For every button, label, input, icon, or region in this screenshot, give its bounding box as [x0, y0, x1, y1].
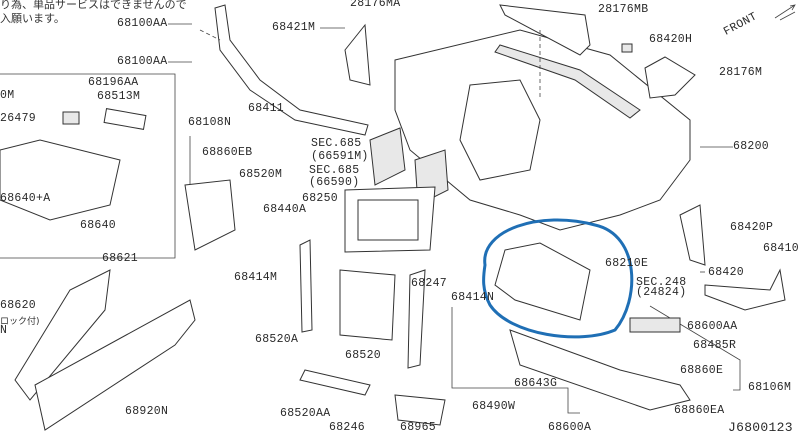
- trim-68414M: [299, 239, 313, 333]
- part-label: 68106M: [748, 381, 792, 394]
- glovebox-68640: [0, 139, 121, 221]
- trim-68421M: [344, 23, 371, 86]
- part-label: 68640+A: [0, 192, 51, 205]
- part-label: SEC.685: [311, 137, 362, 150]
- box-68965: [394, 394, 446, 426]
- part-label: 68860E: [680, 364, 724, 377]
- part-label: 68965: [400, 421, 437, 434]
- part-label: (66591M): [311, 150, 369, 163]
- part-label: 68440A: [263, 203, 307, 216]
- audio-unit-68520: [339, 269, 396, 341]
- cover-28176MB: [499, 4, 591, 56]
- part-label: SEC.248: [636, 276, 687, 289]
- part-label: 68414N: [451, 291, 495, 304]
- note-line-2: 入願います。: [0, 12, 65, 25]
- vent-66591M: [369, 127, 406, 186]
- part-label: 68485R: [693, 339, 737, 352]
- part-label: 68520A: [255, 333, 299, 346]
- trim-68410: [704, 268, 786, 311]
- part-label: 68108N: [188, 116, 232, 129]
- display-opening: [357, 199, 419, 241]
- part-label: 68643G: [514, 377, 558, 390]
- part-label: 68600AA: [687, 320, 738, 333]
- part-label: 68920N: [125, 405, 169, 418]
- part-label: 68196AA: [88, 76, 139, 89]
- part-26479: [62, 111, 80, 125]
- bracket-68106M-right: [649, 305, 741, 391]
- cluster-lid-68420: [494, 242, 591, 321]
- tray-68246: [299, 369, 371, 396]
- trim-68414N: [407, 269, 426, 369]
- dash-line: [199, 29, 221, 41]
- part-label: 68520M: [239, 168, 283, 181]
- part-label: 68411: [248, 102, 285, 115]
- part-label: 0M: [0, 89, 15, 102]
- part-label: 68490W: [472, 400, 516, 413]
- diagram-id: J6800123: [728, 420, 793, 435]
- note-line-1: り為、単品サービスはできませんので: [0, 0, 187, 11]
- part-label: 68860EA: [674, 404, 725, 417]
- part-label: 68420: [708, 266, 745, 279]
- bracket-68106M: [451, 307, 580, 414]
- part-label: 68100AA: [117, 55, 168, 68]
- inset-frame-glovebox: [0, 73, 176, 259]
- part-label: 68246: [329, 421, 366, 434]
- panel-68108N: [184, 179, 236, 251]
- part-label: 68520: [345, 349, 382, 362]
- part-label: (24824): [636, 286, 687, 299]
- part-label: 68210E: [605, 257, 649, 270]
- defroster-grille: [494, 44, 641, 119]
- part-label: 68513M: [97, 90, 141, 103]
- front-arrow-icon: [774, 4, 796, 21]
- part-label: 68620: [0, 299, 37, 312]
- part-label: 68414M: [234, 271, 278, 284]
- part-label: 68421M: [272, 21, 316, 34]
- trim-68420P: [679, 204, 706, 266]
- note-lock: ロック付): [0, 317, 40, 327]
- part-label: 68600A: [548, 421, 592, 434]
- part-label: 68410: [763, 242, 800, 255]
- part-label: 28176MB: [598, 3, 649, 16]
- panel-68920N: [34, 299, 196, 431]
- panel-68411: [214, 4, 369, 136]
- center-stack-frame: [459, 79, 541, 181]
- part-label: SEC.685: [309, 164, 360, 177]
- part-label: 68247: [411, 277, 448, 290]
- cover-28176M: [644, 56, 696, 99]
- part-label: 68200: [733, 140, 770, 153]
- part-label: 68860EB: [202, 146, 253, 159]
- part-label: 28176M: [719, 66, 763, 79]
- switch-68485R: [629, 317, 681, 333]
- part-label: 68520AA: [280, 407, 331, 420]
- highlight-circle: [482, 218, 634, 339]
- part-label: (66590): [309, 176, 360, 189]
- part-label: 68100AA: [117, 17, 168, 30]
- part-label: 68640: [80, 219, 117, 232]
- part-label: 28176MA: [350, 0, 401, 10]
- part-label: 68420P: [730, 221, 774, 234]
- part-label: 68250: [302, 192, 339, 205]
- damper-68513M: [103, 108, 147, 130]
- part-label: 26479: [0, 112, 37, 125]
- lower-panel-68106M: [509, 329, 691, 411]
- part-label: 68420H: [649, 33, 693, 46]
- part-label: N: [0, 324, 8, 337]
- panel-68620: [14, 269, 111, 401]
- part-label: 68621: [102, 252, 139, 265]
- clip-68420H: [621, 43, 633, 53]
